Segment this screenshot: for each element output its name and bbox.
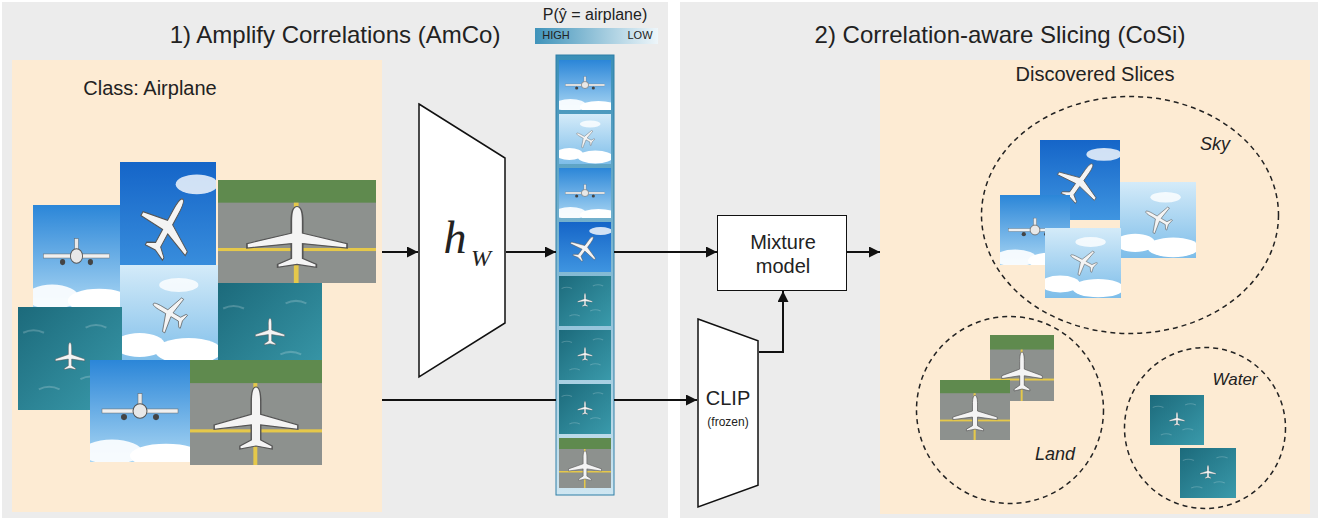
text-holder: (frozen) [707,415,748,429]
input-thumbnails [18,162,376,468]
photo-thumbnail [190,360,322,465]
text-holder: Discovered Slices [1016,62,1175,86]
flow-arrow [382,399,556,401]
text-holder: Sky [1200,134,1230,156]
stage-panel: Mixture modelCLIP (frozen) SkyLand Water Dis… [680,2,1318,518]
panel-title: 1) Amplify Correlations (AmCo) [170,21,501,50]
process-box: Mixture model [717,215,847,291]
text-holder: HIGH [542,29,570,42]
text-holder: Mixture model [728,230,838,278]
photo-thumbnail [559,330,611,380]
slice-thumbnails [940,140,1236,498]
photo-thumbnail [559,222,612,272]
slice-label: Water [1212,370,1257,390]
text-holder: h [444,210,467,265]
photo-thumbnail [559,384,611,434]
photo-thumbnail [218,180,376,283]
dashed-circle [1125,348,1286,509]
flow-arrow [614,399,697,401]
flow-arrow [506,251,556,253]
photo-thumbnail [556,114,613,164]
photo-thumbnail [1040,228,1124,298]
flow-arrow [759,291,783,352]
photo-thumbnail [559,438,611,488]
ranked-thumbnails [555,60,617,488]
photo-thumbnail [555,60,617,113]
box-label: Mixture model [728,230,838,278]
scale-label: LOW [627,29,652,42]
slice-label: Land [1035,444,1075,466]
box-label: CLIP [706,386,750,410]
photo-thumbnail [82,360,202,468]
text-holder: Water [1212,370,1257,390]
text-holder: Class: Airplane [83,76,216,100]
trapezoid-outline [698,319,758,507]
class-label: Class: Airplane [83,76,216,100]
dashed-circle [917,317,1104,504]
text-holder: P(ŷ = airplane) [543,5,648,24]
probability-colorbar [535,28,658,44]
encoder-trapezoid-outline [697,318,759,508]
axis-title: P(ŷ = airplane) [543,5,648,24]
model-trapezoid: hW [418,103,506,378]
dashed-circle [982,97,1279,334]
model-symbol: h [444,210,467,265]
photo-thumbnail [940,380,1010,440]
photo-thumbnail [1180,448,1236,498]
ranking-frame [556,55,614,495]
text-holder: CLIP [706,386,750,410]
trapezoid-outline [419,104,505,377]
scale-label: HIGH [542,29,570,42]
photo-thumbnail [1150,395,1204,445]
flow-arrow [382,251,418,253]
photo-thumbnail [559,276,611,326]
photo-thumbnail [1115,182,1199,258]
flow-arrow [847,251,880,253]
photo-thumbnail [26,205,130,313]
box-note: (frozen) [707,415,748,429]
text-holder: 1) Amplify Correlations (AmCo) [170,21,501,50]
text-holder: 2) Correlation-aware Slicing (CoSi) [815,21,1186,50]
flow-arrow [614,251,717,253]
photo-thumbnail [555,168,617,221]
encoder-trapezoid: CLIP (frozen) [697,318,759,508]
text-holder: W [471,244,491,273]
region-title: Discovered Slices [1016,62,1175,86]
panel-title: 2) Correlation-aware Slicing (CoSi) [815,21,1186,50]
text-holder: LOW [627,29,652,42]
photo-thumbnail [114,265,222,365]
text-holder: Land [1035,444,1075,466]
slice-label: Sky [1200,134,1230,156]
model-subscript: W [471,244,491,273]
